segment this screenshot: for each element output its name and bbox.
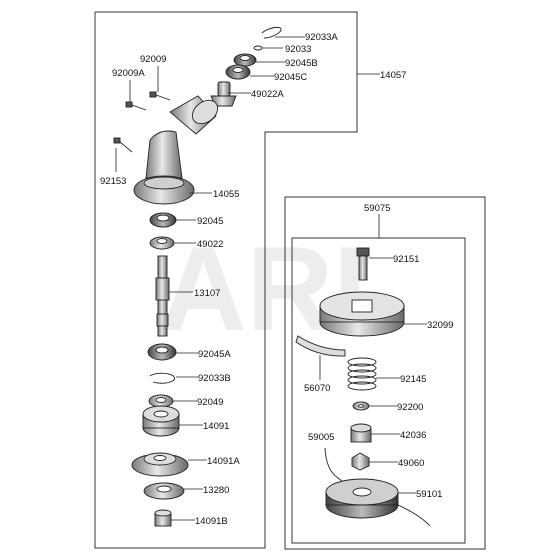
collar-icon [154,509,172,527]
bearing-icon [147,343,177,361]
circlip-icon [149,372,176,384]
part-number: 14091A [207,456,240,467]
gear-case-housing [133,95,219,205]
leader-lines [115,36,427,521]
part-number: 32099 [427,320,453,331]
assembly-frame-right [284,196,486,550]
washer-icon [148,394,174,408]
part-number: 92033 [285,44,311,55]
circlip-icon [261,26,282,39]
ring-icon [253,45,263,51]
assembly-frame-inner [291,237,466,544]
gear-icon [149,236,175,250]
cutting-line-icon [295,335,346,357]
part-number: 92200 [397,402,423,413]
bolt-icon [125,101,147,111]
bearing-icon [233,53,257,67]
part-number: 92009 [140,54,166,65]
gear-icon [210,81,237,107]
part-number: 92145 [400,374,426,385]
spool-cover [319,291,405,337]
washer-icon [352,401,370,411]
washer-icon [143,482,185,500]
part-number: 59101 [416,489,442,500]
holder-icon [131,452,189,477]
bolt-icon [113,137,133,153]
watermark-text: ARI [160,222,367,356]
bearing-icon [149,212,177,228]
part-number: 14091B [195,516,228,527]
part-number: 92151 [393,254,419,265]
part-number: 13280 [203,485,229,496]
drive-shaft [155,255,170,337]
part-number: 92009A [112,68,145,79]
part-number: 92045 [197,216,223,227]
part-number: 59005 [308,432,334,443]
knob-icon [350,423,372,443]
assembly-number: 59075 [364,203,390,214]
part-number: 92033A [305,32,338,43]
bolt-icon [149,91,171,101]
nut-icon [351,452,370,471]
spool-icon [325,478,431,527]
bolt-icon [356,247,370,281]
part-number: 14055 [213,189,239,200]
part-number: 42036 [400,430,426,441]
part-number: 56070 [304,383,330,394]
part-number: 14091 [203,421,229,432]
holder-icon [142,405,180,437]
part-number: 92033B [198,373,231,384]
part-number: 49022A [251,89,284,100]
part-number: 92153 [100,176,126,187]
assembly-frame-left [94,11,358,549]
part-number: 49022 [197,239,223,250]
part-number: 92045B [285,58,318,69]
part-number: 92049 [197,397,223,408]
part-number: 92045A [198,349,231,360]
part-number: 49060 [398,458,424,469]
part-number: 92045C [274,72,307,83]
spring-icon [347,357,377,391]
assembly-number: 14057 [380,70,406,81]
part-number: 13107 [194,288,220,299]
bearing-icon [225,64,251,80]
